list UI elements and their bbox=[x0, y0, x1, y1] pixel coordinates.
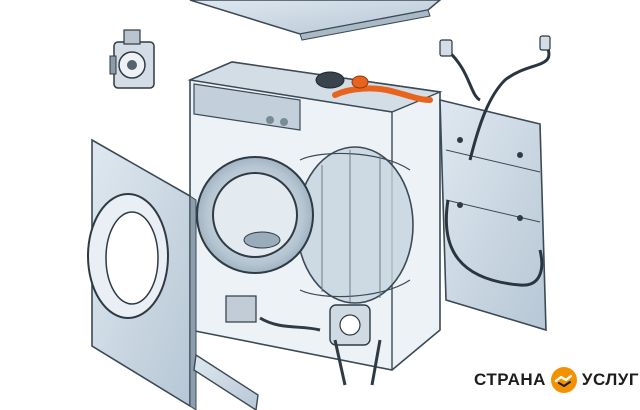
top-cover-panel bbox=[189, 0, 442, 41]
hoses bbox=[439, 35, 551, 287]
front-panel bbox=[87, 138, 197, 410]
back-panel bbox=[439, 98, 547, 332]
watermark-word-left: СТРАНА bbox=[474, 370, 546, 389]
handshake-icon bbox=[550, 367, 577, 393]
drum-tub bbox=[296, 146, 414, 304]
watermark-word-right: УСЛУГ bbox=[581, 370, 639, 389]
kick-plate bbox=[193, 353, 259, 410]
heater-pipe bbox=[315, 71, 433, 103]
watermark: СТРАНА УСЛУГ bbox=[474, 366, 639, 394]
door-porthole bbox=[196, 156, 314, 274]
motor-and-pump bbox=[225, 295, 382, 386]
program-selector-module bbox=[109, 29, 155, 89]
